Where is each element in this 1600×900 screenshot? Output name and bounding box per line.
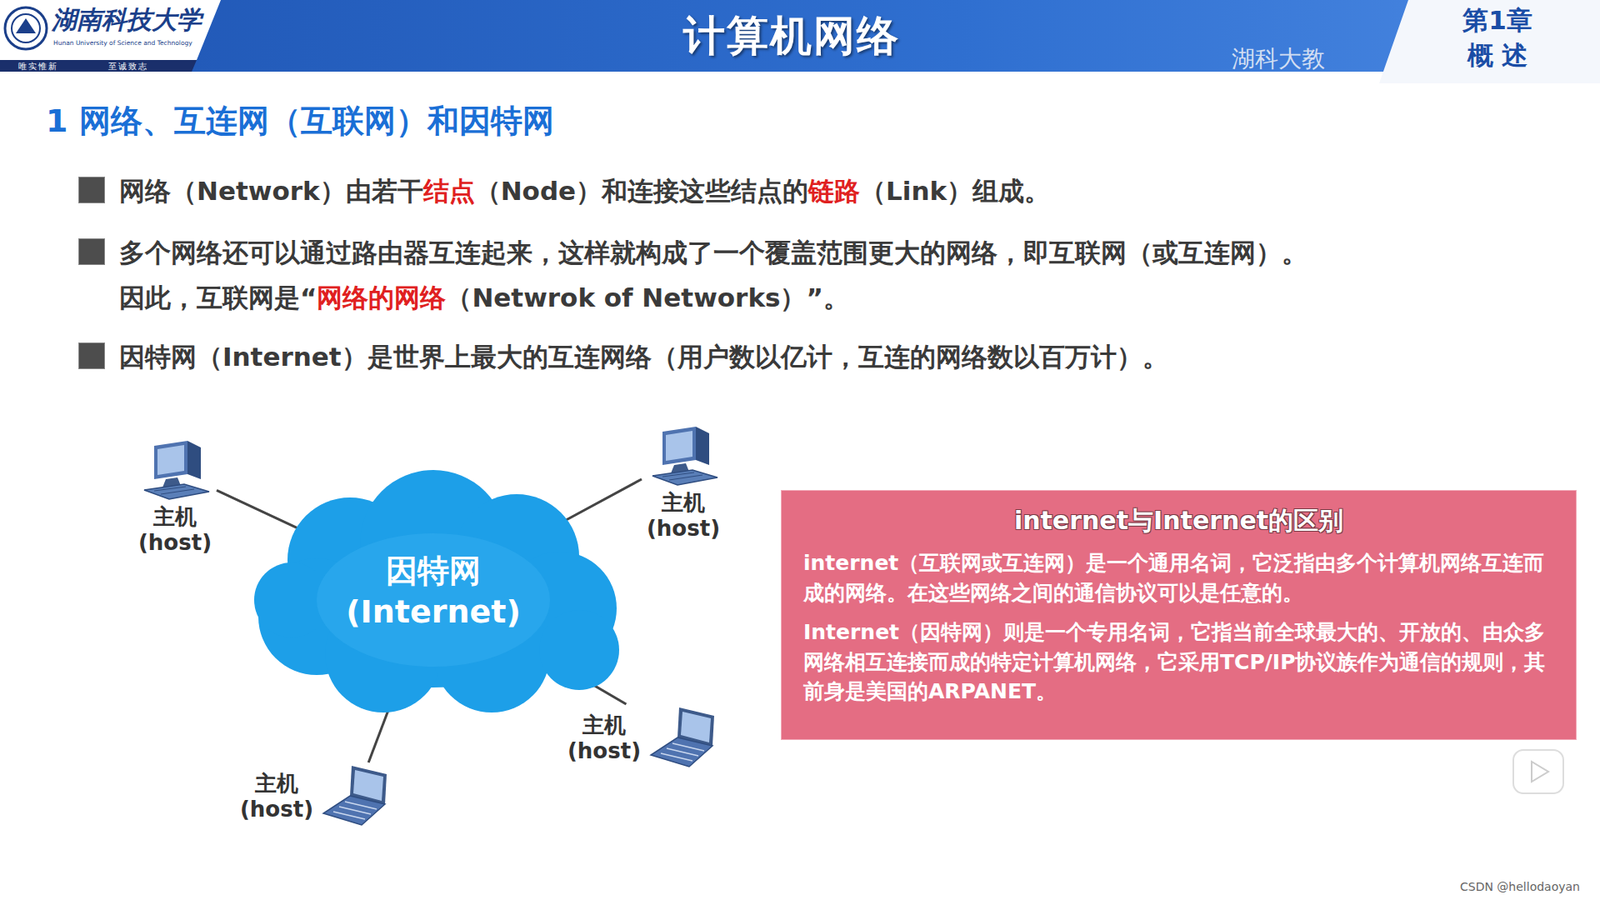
host-label: 主机 (host) (641, 490, 725, 542)
note-heading: internet与Internet的区别 (803, 504, 1555, 539)
bullet-text: 网络（Network）由若干结点（Node）和连接这些结点的链路（Link）组成… (119, 168, 1570, 214)
host-node: 主机 (host) (133, 437, 217, 556)
highlight-term: 网络的网络 (316, 282, 446, 313)
host-node: 主机 (host) (641, 423, 725, 542)
host-node: 主机 (host) (235, 762, 394, 830)
bullet-phrase: 因特网（Internet）是世界上最大的互连网络（用户数以亿计，互连的网络数以百… (119, 341, 1169, 372)
laptop-icon (318, 762, 394, 830)
cloud-label: 因特网 (Internet) (344, 550, 524, 634)
host-label: 主机 (host) (133, 504, 217, 556)
bullet-square (78, 176, 105, 204)
highlight-term: 结点 (423, 175, 475, 206)
bullet-phrase: （Netwrok of Networks）”。 (445, 282, 849, 313)
logo-panel (0, 0, 221, 60)
section-heading: 1 网络、互连网（互联网）和因特网 (45, 100, 555, 143)
host-label: 主机 (host) (562, 712, 646, 765)
bullet-text: 多个网络还可以通过路由器互连起来，这样就构成了一个覆盖范围更大的网络，即互联网（… (119, 230, 1570, 320)
note-paragraph: internet（互联网或互连网）是一个通用名词，它泛指由多个计算机网络互连而成… (803, 548, 1555, 608)
university-english-name: Hunan University of Science and Technolo… (53, 39, 193, 47)
cloud-outline (241, 466, 625, 717)
motto: 唯实惟新 (18, 60, 59, 73)
bullet-text: 因特网（Internet）是世界上最大的互连网络（用户数以亿计，互连的网络数以百… (119, 334, 1570, 380)
host-label: 主机 (host) (235, 770, 319, 823)
chapter-number: 第1章 (1447, 3, 1548, 39)
bullet-phrase: 多个网络还可以通过路由器互连起来，这样就构成了一个覆盖范围更大的网络，即互联网（… (119, 230, 1570, 275)
laptop-icon (645, 704, 721, 771)
internet-cloud: 因特网 (Internet) (241, 466, 625, 717)
desktop-icon (645, 423, 721, 490)
bullet-square (78, 238, 105, 265)
bullet-square (78, 342, 105, 370)
watermark-text: 湖科大教 (1231, 43, 1325, 75)
header-bar (0, 0, 1600, 72)
bullet-phrase: 网络（Network）由若干 (119, 175, 424, 206)
motto: 至诚致志 (108, 60, 149, 73)
slide-title: 计算机网络 (550, 8, 1034, 65)
network-link (558, 479, 642, 525)
host-node: 主机 (host) (562, 704, 721, 771)
note-box: internet与Internet的区别 internet（互联网或互连网）是一个… (780, 490, 1577, 740)
university-emblem (5, 7, 47, 50)
watermark: CSDN @hellodaoyan (1460, 880, 1580, 894)
network-link (216, 490, 301, 530)
desktop-icon (137, 437, 213, 505)
bullet-item: 网络（Network）由若干结点（Node）和连接这些结点的链路（Link）组成… (78, 168, 1570, 214)
note-paragraph: Internet（因特网）则是一个专用名词，它指当前全球最大的、开放的、由众多网… (803, 617, 1555, 707)
motto-strip (0, 60, 197, 72)
highlight-term: 链路 (808, 175, 860, 206)
chapter-name: 概 述 (1447, 38, 1548, 74)
bullet-phrase: 因此，互联网是“ (119, 282, 317, 313)
bullet-phrase: （Link）组成。 (860, 175, 1050, 206)
chapter-panel (1379, 0, 1600, 84)
play-button (1513, 750, 1564, 794)
bullet-phrase: （Node）和连接这些结点的 (475, 175, 809, 206)
bullet-item: 多个网络还可以通过路由器互连起来，这样就构成了一个覆盖范围更大的网络，即互联网（… (78, 230, 1570, 320)
university-name: 湖南科技大学 (51, 3, 202, 38)
bullet-item: 因特网（Internet）是世界上最大的互连网络（用户数以亿计，互连的网络数以百… (78, 334, 1570, 380)
